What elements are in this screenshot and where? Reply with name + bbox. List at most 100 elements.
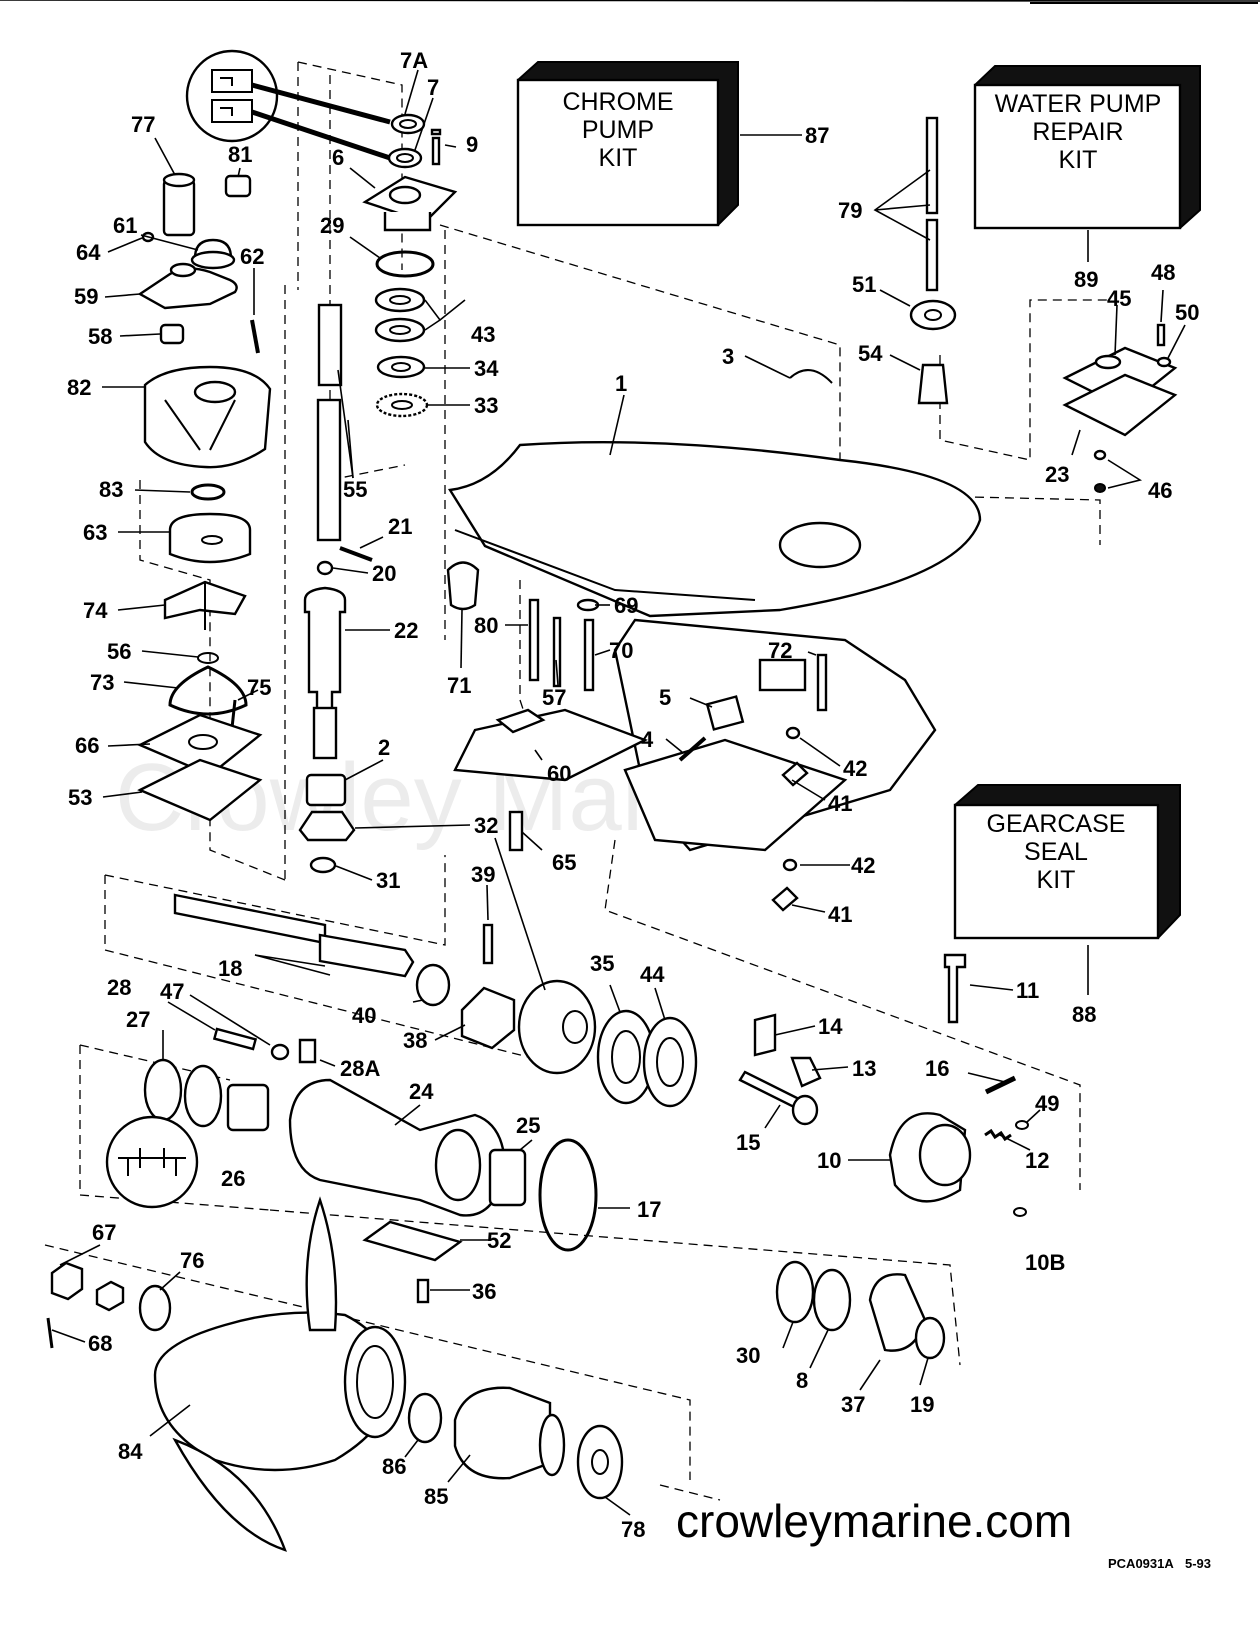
label-42b: 42 [851, 853, 875, 878]
label-25: 25 [516, 1113, 540, 1138]
label-49: 49 [1035, 1091, 1059, 1116]
leader-lines [0, 0, 1260, 1516]
label-31: 31 [376, 868, 400, 893]
label-74: 74 [83, 598, 108, 623]
label-56: 56 [107, 639, 131, 664]
label-41a: 41 [828, 791, 852, 816]
label-33: 33 [474, 393, 498, 418]
label-76: 76 [180, 1248, 204, 1273]
label-54: 54 [858, 341, 883, 366]
label-80: 80 [474, 613, 498, 638]
label-26: 26 [221, 1166, 245, 1191]
label-8: 8 [796, 1368, 808, 1393]
part-number-labels: 7A 7 9 6 29 43 34 33 55 21 20 22 2 32 31… [67, 48, 1199, 1542]
label-4: 4 [641, 727, 654, 752]
label-82: 82 [67, 375, 91, 400]
parts-drawing [46, 49, 1178, 1552]
label-13: 13 [852, 1056, 876, 1081]
website-text: crowleymarine.com [676, 1495, 1072, 1547]
label-15: 15 [736, 1130, 760, 1155]
label-2: 2 [378, 735, 390, 760]
label-21: 21 [388, 514, 412, 539]
label-62: 62 [240, 244, 264, 269]
label-14: 14 [818, 1014, 843, 1039]
diagram-code: PCA0931A [1108, 1556, 1174, 1571]
chrome-pump-kit-line-1: CHROME [562, 88, 673, 116]
label-77: 77 [131, 112, 155, 137]
label-39: 39 [471, 862, 495, 887]
label-88: 88 [1072, 1002, 1096, 1027]
label-86: 86 [382, 1454, 406, 1479]
diagram-date: 5-93 [1185, 1556, 1211, 1571]
label-73: 73 [90, 670, 114, 695]
label-48: 48 [1151, 260, 1175, 285]
label-24: 24 [409, 1079, 434, 1104]
label-83: 83 [99, 477, 123, 502]
label-12: 12 [1025, 1148, 1049, 1173]
label-53: 53 [68, 785, 92, 810]
label-28a: 28A [340, 1056, 380, 1081]
label-42a: 42 [843, 756, 867, 781]
label-3: 3 [722, 344, 734, 369]
water-pump-kit-line-2: REPAIR [1032, 118, 1123, 146]
label-47: 47 [160, 979, 184, 1004]
label-32a: 32 [474, 813, 498, 838]
label-89: 89 [1074, 267, 1098, 292]
label-66: 66 [75, 733, 99, 758]
label-30: 30 [736, 1343, 760, 1368]
label-36: 36 [472, 1279, 496, 1304]
label-6: 6 [332, 145, 344, 170]
label-84: 84 [118, 1439, 143, 1464]
label-79: 79 [838, 198, 862, 223]
label-10: 10 [817, 1148, 841, 1173]
label-10b: 10B [1025, 1250, 1065, 1275]
label-59: 59 [74, 284, 98, 309]
label-37: 37 [841, 1392, 865, 1417]
label-41b: 41 [828, 902, 852, 927]
label-16: 16 [925, 1056, 949, 1081]
label-51: 51 [852, 272, 876, 297]
label-71: 71 [447, 673, 471, 698]
label-18: 18 [218, 956, 242, 981]
gearcase-seal-kit-line-3: KIT [1037, 866, 1076, 894]
label-70: 70 [609, 638, 633, 663]
label-60: 60 [547, 761, 571, 786]
label-87: 87 [805, 123, 829, 148]
label-67: 67 [92, 1220, 116, 1245]
label-7a: 7A [400, 48, 428, 73]
chrome-pump-kit-box: CHROME PUMP KIT [516, 61, 739, 227]
label-5: 5 [659, 685, 671, 710]
label-17: 17 [637, 1197, 661, 1222]
label-58: 58 [88, 324, 112, 349]
chrome-pump-kit-line-3: KIT [599, 144, 638, 172]
label-7: 7 [427, 75, 439, 100]
label-57: 57 [542, 685, 566, 710]
label-61: 61 [113, 213, 137, 238]
gearcase-seal-kit-line-2: SEAL [1024, 838, 1088, 866]
label-35: 35 [590, 951, 614, 976]
gearcase-seal-kit-line-1: GEARCASE [987, 810, 1126, 838]
label-65: 65 [552, 850, 576, 875]
label-46: 46 [1148, 478, 1172, 503]
water-pump-kit-line-3: KIT [1059, 146, 1098, 174]
label-45: 45 [1107, 286, 1131, 311]
label-19: 19 [910, 1392, 934, 1417]
gearcase-seal-kit-box: GEARCASE SEAL KIT [953, 784, 1181, 940]
chrome-pump-kit-line-2: PUMP [582, 116, 654, 144]
label-1: 1 [615, 371, 627, 396]
label-34: 34 [474, 356, 499, 381]
label-20: 20 [372, 561, 396, 586]
label-27: 27 [126, 1007, 150, 1032]
label-63: 63 [83, 520, 107, 545]
label-28: 28 [107, 975, 131, 1000]
label-68: 68 [88, 1331, 112, 1356]
label-22: 22 [394, 618, 418, 643]
label-9: 9 [466, 132, 478, 157]
label-75: 75 [247, 675, 271, 700]
water-pump-kit-line-1: WATER PUMP [995, 90, 1162, 118]
label-78: 78 [621, 1517, 645, 1542]
label-23: 23 [1045, 462, 1069, 487]
label-11: 11 [1016, 978, 1039, 1003]
label-69: 69 [614, 593, 638, 618]
